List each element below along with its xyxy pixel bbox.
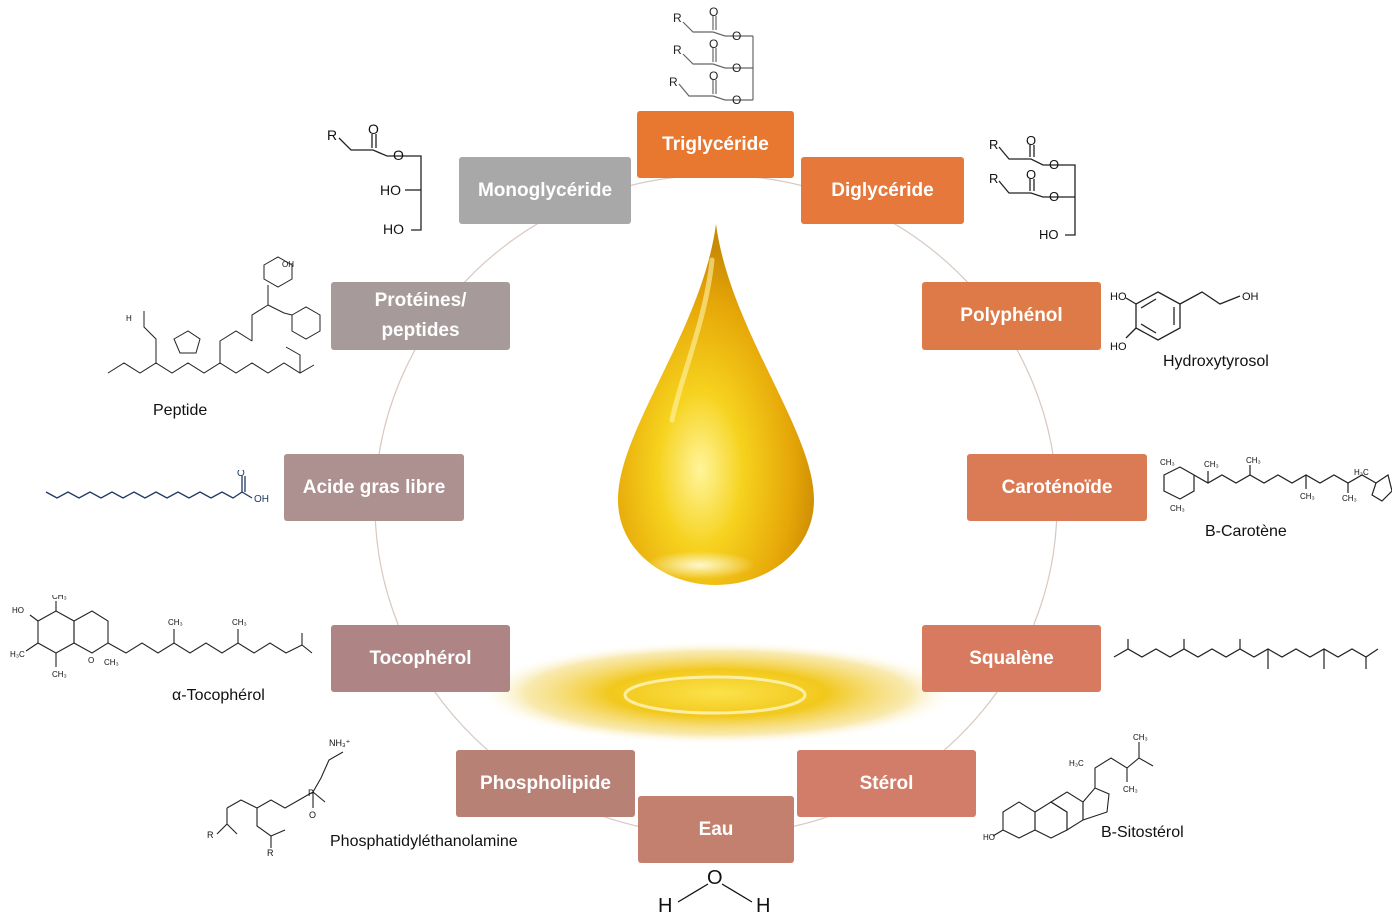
monoglyceride-o2: O [393, 147, 404, 163]
triglyceride-o3: O [709, 37, 718, 51]
phosphatidylethanolamine-label: Phosphatidyléthanolamine [330, 833, 518, 850]
proteines-box: Protéines/ peptides [331, 282, 510, 350]
sitosterol-ch3-1: CH₃ [1133, 733, 1148, 742]
carotenoide-box: Caroténoïde [967, 454, 1147, 521]
peptide-structure: H OH [107, 256, 321, 374]
diglyceride-ho: HO [1039, 227, 1059, 242]
polyphenol-box: Polyphénol [922, 282, 1101, 350]
triglyceride-o2: O [732, 29, 741, 43]
monoglyceride-box: Monoglycéride [459, 157, 631, 224]
diglyceride-o4: O [1049, 189, 1059, 204]
monoglyceride-ho2: HO [383, 221, 404, 237]
phospholipide-box: Phospholipide [456, 750, 635, 817]
oil-pool-ring [623, 675, 807, 715]
diglyceride-r2: R [989, 171, 998, 186]
sterol-box: Stérol [797, 750, 976, 817]
diglyceride-o2: O [1049, 157, 1059, 172]
carotene-ch3-1: CH₃ [1160, 458, 1175, 467]
triglyceride-r2: R [673, 43, 682, 57]
phospholipid-nh3: NH₃⁺ [329, 738, 351, 748]
water-structure: O H H [658, 867, 770, 914]
triglyceride-box: Triglycéride [637, 111, 794, 178]
triglyceride-o5: O [709, 69, 718, 83]
tocopherol-ch3-3: CH₃ [104, 658, 119, 667]
acide-gras-libre-box: Acide gras libre [284, 454, 464, 521]
carotene-structure: CH₃ CH₃ CH₃ CH₃ CH₃ CH₃ H₃C [1160, 456, 1392, 513]
oil-drop [618, 224, 814, 585]
sitosterol-ho: HO [983, 833, 995, 842]
carotene-ch3-6: CH₃ [1170, 504, 1185, 513]
diglyceride-box: Diglycéride [801, 157, 964, 224]
fatty-acid-oh: OH [254, 494, 269, 505]
oil-pool [478, 641, 958, 745]
phospholipid-r1: R [207, 830, 214, 840]
carotene-ch3-4: CH₃ [1300, 492, 1315, 501]
phosphatidylethanolamine-structure: R R P NH₃⁺ O [207, 738, 351, 858]
tocopherol-ho: HO [12, 606, 24, 615]
monoglyceride-structure: R O O HO HO [327, 121, 422, 237]
tocopherol-ch3-5: CH₃ [232, 618, 247, 627]
water-o: O [707, 867, 723, 889]
tocopherol-h3c: H₃C [10, 650, 25, 659]
carotene-ch3-2: CH₃ [1204, 460, 1219, 469]
carotene-ch3-3: CH₃ [1246, 456, 1261, 465]
sitosterol-label: Β-Sitostérol [1101, 824, 1184, 841]
diglyceride-o3: O [1026, 167, 1036, 182]
carotene-ch3-5: CH₃ [1342, 494, 1357, 503]
carotene-label: Β-Carotène [1205, 523, 1287, 540]
triglyceride-o1: O [709, 5, 718, 19]
tocopherol-ch3-1: CH₃ [52, 595, 67, 601]
triglyceride-r3: R [669, 75, 678, 89]
diglyceride-structure: R O O R O O HO [989, 135, 1076, 242]
peptide-h2n: H [126, 314, 132, 323]
sitosterol-ch3-2: CH₃ [1123, 785, 1138, 794]
tocopherol-ch3-2: CH₃ [52, 670, 67, 679]
tocopherol-label: α-Tocophérol [172, 687, 265, 704]
phospholipid-p: P [308, 788, 314, 798]
diglyceride-r1: R [989, 137, 998, 152]
monoglyceride-r: R [327, 127, 337, 143]
carotene-h3c: H₃C [1354, 468, 1369, 477]
water-h2: H [756, 895, 770, 914]
drop-highlight [645, 551, 755, 579]
triglyceride-structure: R O O R O O R O O [669, 5, 754, 106]
tocopherol-structure: CH₃ HO H₃C CH₃ O CH₃ CH₃ CH₃ [10, 595, 313, 679]
eau-box: Eau [638, 796, 794, 863]
hydroxytyrosol-ho2: HO [1110, 341, 1127, 353]
peptide-oh: OH [282, 260, 294, 269]
tocopherol-box: Tocophérol [331, 625, 510, 692]
phospholipid-o: O [309, 810, 316, 820]
tocopherol-ch3-4: CH₃ [168, 618, 183, 627]
diglyceride-o1: O [1026, 135, 1036, 148]
fatty-acid-o: O [237, 470, 245, 479]
triglyceride-o6: O [732, 93, 741, 106]
water-h1: H [658, 895, 672, 914]
triglyceride-o4: O [732, 61, 741, 75]
drop-shine [669, 257, 715, 423]
peptide-label: Peptide [153, 402, 208, 419]
monoglyceride-o1: O [368, 121, 379, 137]
squalene-box: Squalène [922, 625, 1101, 692]
fatty-acid-structure: O OH [45, 470, 269, 505]
hydroxytyrosol-oh: OH [1242, 291, 1259, 303]
squalene-structure [1113, 639, 1379, 669]
sitosterol-structure: CH₃ CH₃ H₃C HO [983, 733, 1154, 842]
triglyceride-r1: R [673, 11, 682, 25]
tocopherol-o: O [88, 656, 94, 665]
hydroxytyrosol-ho1: HO [1110, 291, 1127, 303]
phospholipid-r2: R [267, 848, 274, 858]
hydroxytyrosol-label: Hydroxytyrosol [1163, 353, 1269, 370]
hydroxytyrosol-structure: HO HO OH [1110, 291, 1259, 353]
sitosterol-h3c: H₃C [1069, 759, 1084, 768]
monoglyceride-ho1: HO [380, 182, 401, 198]
